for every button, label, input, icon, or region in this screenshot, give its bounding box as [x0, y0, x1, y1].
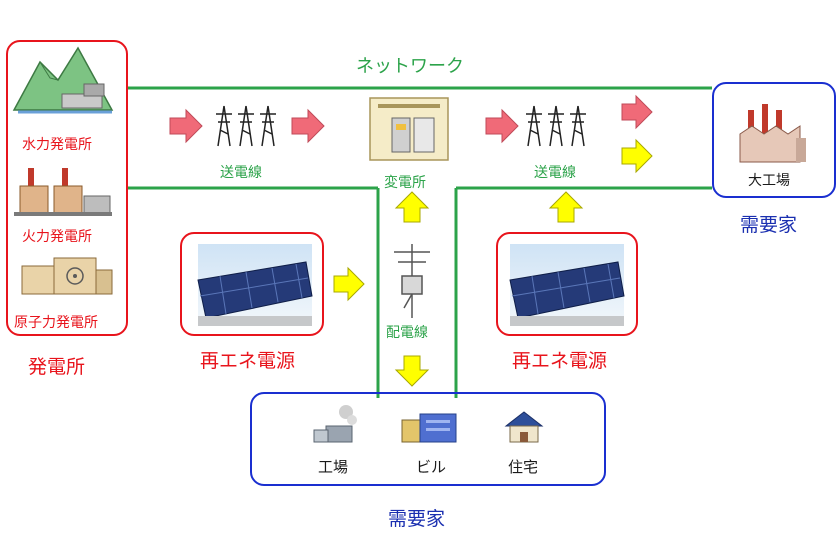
renewable-label-left: 再エネ電源	[200, 350, 296, 372]
substation-icon	[369, 97, 449, 161]
nuclear-plant-label: 原子力発電所	[14, 315, 98, 331]
small-consumers-group-label: 需要家	[388, 508, 446, 530]
yellow-arrow-up-substation	[394, 191, 430, 223]
large-consumer-box	[712, 82, 836, 198]
network-label: ネットワーク	[356, 56, 464, 77]
hydro-plant-icon	[12, 46, 114, 114]
renewable-box-left	[180, 232, 324, 336]
pink-arrow-right-2	[621, 94, 653, 130]
solar-panel-icon	[197, 244, 313, 326]
nuclear-plant-icon	[21, 257, 113, 295]
generation-group-label: 発電所	[28, 356, 86, 378]
solar-panel-icon	[509, 244, 625, 326]
pink-arrow-left-1	[169, 108, 203, 144]
pink-arrow-left-2	[291, 108, 325, 144]
network-lines	[128, 86, 712, 398]
factory-label: 工場	[318, 458, 349, 476]
house-icon	[504, 411, 544, 443]
transmission-label-right: 送電線	[534, 165, 576, 181]
yellow-arrow-up-right-solar	[548, 191, 584, 223]
generation-box	[6, 40, 128, 336]
distribution-label: 配電線	[386, 325, 428, 341]
yellow-arrow-right-3	[621, 138, 653, 174]
thermal-plant-icon	[14, 168, 112, 216]
small-consumers-box	[250, 392, 606, 486]
transmission-tower-icon	[526, 105, 586, 147]
building-label: ビル	[416, 458, 447, 476]
yellow-arrow-solar-left	[333, 266, 365, 302]
substation-label: 変電所	[384, 175, 426, 191]
transmission-tower-icon	[216, 105, 276, 147]
large-consumer-group-label: 需要家	[740, 214, 798, 236]
renewable-label-right: 再エネ電源	[512, 350, 608, 372]
hydro-plant-label: 水力発電所	[22, 137, 92, 153]
large-factory-icon	[739, 104, 806, 163]
transmission-label-left: 送電線	[220, 165, 262, 181]
house-label: 住宅	[508, 458, 539, 476]
thermal-plant-label: 火力発電所	[22, 229, 92, 245]
pink-arrow-right-1	[485, 108, 519, 144]
factory-icon	[313, 405, 357, 443]
utility-pole-icon	[394, 244, 430, 318]
large-factory-label: 大工場	[748, 173, 790, 189]
renewable-box-right	[496, 232, 638, 336]
yellow-arrow-down-consumers	[394, 355, 430, 387]
building-icon	[401, 413, 457, 443]
